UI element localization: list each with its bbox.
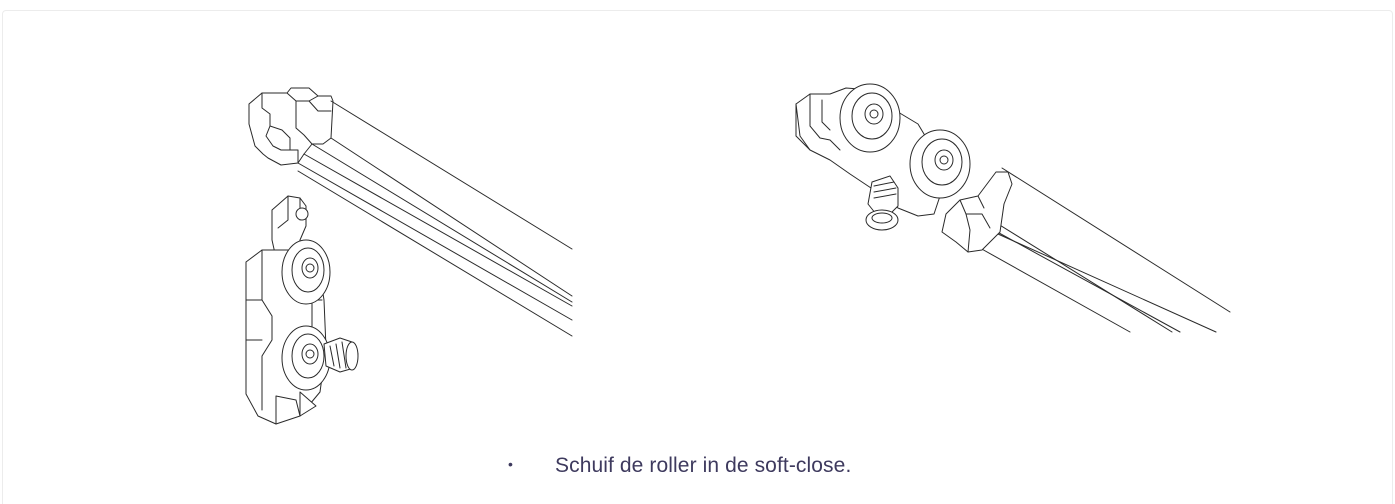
rail-end-cap-left (248, 87, 334, 166)
roller-carriage-left (245, 195, 359, 425)
rail-body-right (979, 167, 1231, 333)
instruction-text: Schuif de roller in de soft-close. (555, 454, 852, 477)
instruction-card (2, 10, 1393, 504)
rail-end-cap-right (941, 171, 1013, 253)
instruction-caption: • Schuif de roller in de soft-close. (508, 454, 851, 478)
bullet-marker: • (508, 456, 514, 472)
rail-body-left (297, 100, 573, 337)
roller-carriage-right (795, 83, 971, 231)
